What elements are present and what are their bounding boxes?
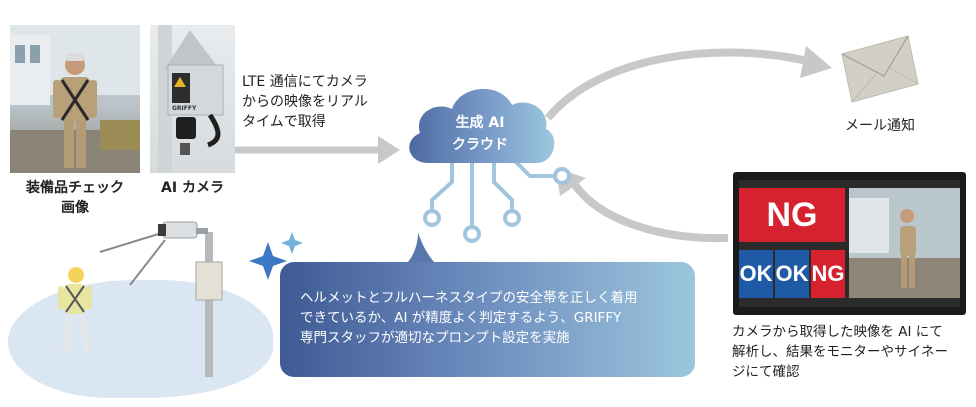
monitor-small-tile-1: OK [739, 250, 773, 298]
camera-pole [205, 232, 213, 377]
monitor-small-tile-2: OK [775, 250, 809, 298]
mail-envelope-icon [841, 35, 919, 103]
cloud-icon [409, 88, 555, 163]
lte-line3: タイムで取得 [242, 114, 326, 130]
sparkle-icon-large [249, 242, 287, 280]
equipment-check-caption: 装備品チェック 画像 [10, 178, 140, 218]
monitor-display: NG OK OK NG [733, 172, 966, 315]
arrow-cloud-to-mail-head [800, 46, 832, 78]
cloud-label: 生成 AI クラウド [400, 112, 560, 156]
cloud-circuit-nodes [423, 167, 571, 243]
equipment-check-photo [10, 25, 140, 173]
bubble-tail [406, 232, 436, 264]
prompt-setting-bubble: ヘルメットとフルハーネスタイプの安全帯を正しく着用 できているか、AI が精度よ… [280, 262, 695, 377]
monitor-line1: カメラから取得した映像を AI にて [732, 324, 943, 340]
monitor-big-tile: NG [739, 188, 845, 242]
monitor-line2: 解析し、結果をモニターやサイネー [732, 344, 948, 360]
ai-camera-illustration [158, 25, 224, 173]
ai-camera-caption: AI カメラ [161, 180, 224, 196]
equipment-caption-line1: 装備品チェック [26, 180, 124, 196]
worker-figure [58, 267, 92, 353]
lte-description: LTE 通信にてカメラ からの映像をリアル タイムで取得 [242, 72, 402, 132]
equipment-caption-line2: 画像 [61, 200, 89, 216]
lte-line1: LTE 通信にてカメラ [242, 74, 368, 90]
mail-caption: メール通知 [845, 118, 915, 134]
cloud-label-line2: クラウド [452, 137, 508, 153]
bubble-line3: 専門スタッフが適切なプロンプト設定を実施 [300, 330, 570, 346]
ai-camera-photo: GRIFFY [150, 25, 235, 173]
bubble-text: ヘルメットとフルハーネスタイプの安全帯を正しく着用 できているか、AI が精度よ… [300, 288, 683, 348]
controller-box [195, 261, 223, 301]
worker-photo-illustration [10, 25, 140, 173]
arrow-monitor-to-cloud [571, 182, 729, 243]
fov-line-lower [129, 239, 166, 286]
monitor-small-tile-3: NG [811, 250, 845, 298]
sparkle-icon-small [281, 232, 303, 254]
cloud-circuit [430, 158, 556, 228]
site-illustration [58, 221, 223, 377]
bubble-line2: できているか、AI が精度よく判定するよう、GRIFFY [300, 310, 622, 326]
monitor-line3: ジにて確認 [732, 364, 800, 380]
monitor-screen: NG OK OK NG [739, 180, 960, 307]
arrow-cloud-to-mail [544, 48, 813, 121]
bubble-line1: ヘルメットとフルハーネスタイプの安全帯を正しく着用 [300, 290, 638, 306]
site-ground-blob [8, 280, 273, 398]
monitor-camera-feed [849, 188, 960, 298]
lte-line2: からの映像をリアル [242, 94, 368, 110]
camera-brand-label: GRIFFY [172, 105, 197, 112]
arrow-camera-to-cloud-head [378, 136, 400, 164]
monitor-description: カメラから取得した映像を AI にて 解析し、結果をモニターやサイネー ジにて確… [732, 322, 972, 382]
fov-line-upper [99, 231, 166, 253]
cctv-camera-icon [158, 221, 208, 239]
cloud-label-line1: 生成 AI [455, 115, 505, 131]
